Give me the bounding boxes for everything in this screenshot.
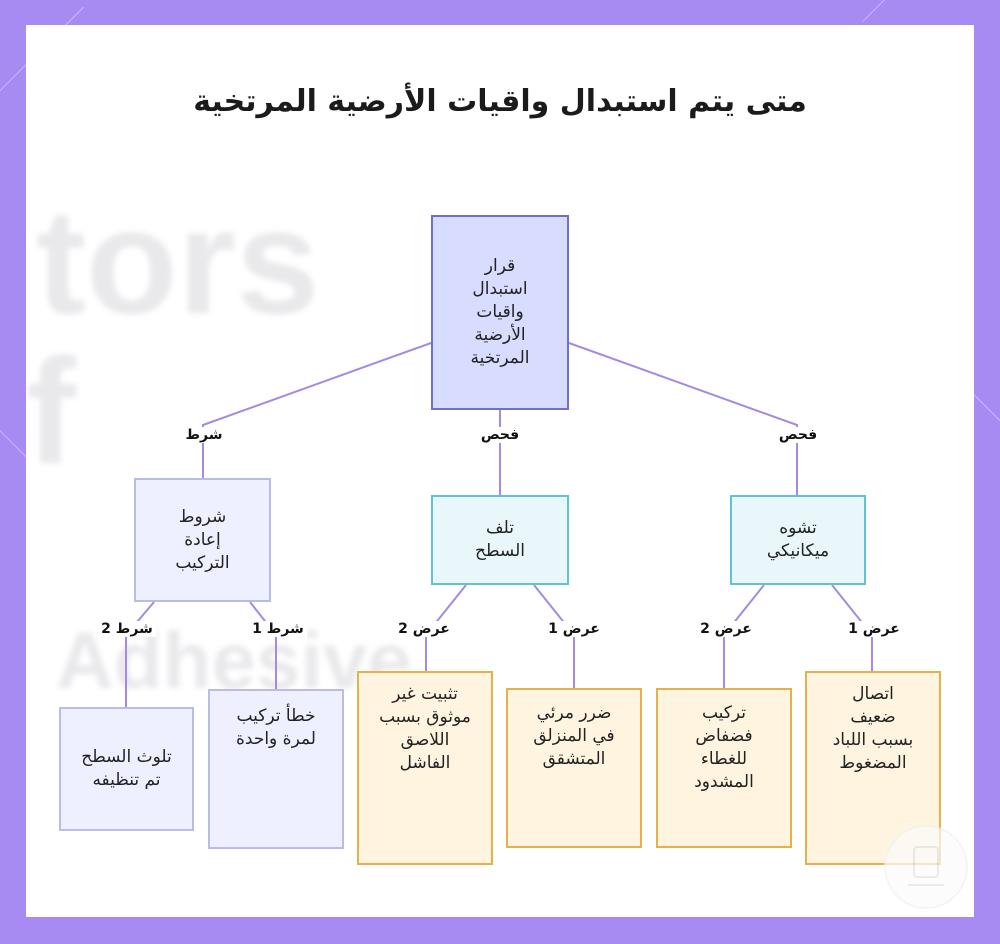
edge-label: شرط 1	[249, 621, 307, 637]
unreliable-fixing-node: تثبيت غير موثوق بسبب اللاصق الفاشل	[357, 671, 493, 865]
loose-install-node: تركيب فضفاض للغطاء المشدود	[656, 688, 792, 848]
frame-decor-line	[861, 0, 905, 23]
mechanical-deformation-node: تشوه ميكانيكي	[730, 495, 866, 585]
diagram-panel: tors f Adhesive متى يتم استبدال واقيات ا…	[26, 25, 974, 917]
reinstall-conditions-node: شروط إعادة التركيب	[134, 478, 271, 602]
edge-conditions-leaf2	[125, 601, 155, 707]
brand-logo-icon	[884, 825, 968, 909]
cleaned-surface-contamination-node: تلوث السطح تم تنظيفه	[59, 707, 194, 831]
root-decision-node: قرار استبدال واقيات الأرضية المرتخية	[431, 215, 569, 410]
edge-root-mechanical	[568, 342, 798, 495]
edge-label: عرض 2	[395, 621, 453, 637]
weak-contact-node: اتصال ضعيف بسبب اللباد المضغوط	[805, 671, 941, 865]
visible-damage-node: ضرر مرئي في المنزلق المتشقق	[506, 688, 642, 848]
edge-label: شرط 2	[98, 621, 156, 637]
surface-damage-node: تلف السطح	[431, 495, 569, 585]
edge-label: فحص	[477, 427, 523, 443]
edge-label: عرض 2	[697, 621, 755, 637]
edge-conditions-leaf1	[249, 601, 277, 689]
page-title: متى يتم استبدال واقيات الأرضية المرتخية	[193, 84, 807, 119]
edge-label: عرض 1	[545, 621, 603, 637]
edge-label: شرط	[182, 427, 226, 443]
edge-label: فحص	[775, 427, 821, 443]
edge-label: عرض 1	[845, 621, 903, 637]
one-time-install-error-node: خطأ تركيب لمرة واحدة	[208, 689, 344, 849]
edge-root-conditions	[202, 342, 432, 478]
